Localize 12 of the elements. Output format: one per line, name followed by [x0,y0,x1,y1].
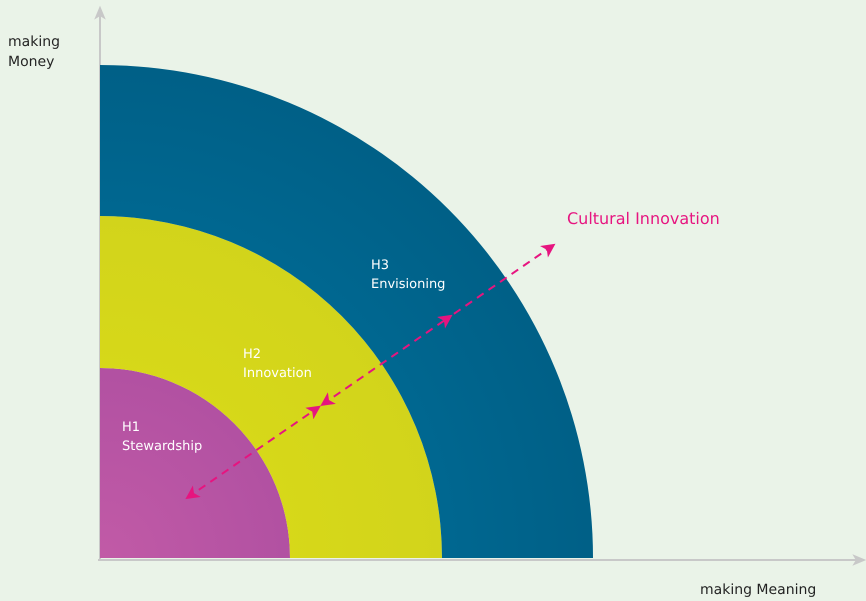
dashed-arrow [453,244,556,315]
dashed-arrow [320,314,453,406]
horizon-label: H1 [122,419,140,437]
horizon-name: Innovation [243,365,312,383]
horizon-name: Envisioning [371,276,446,294]
outcome-label: Cultural Innovation [567,209,720,228]
horizon-label: H2 [243,346,262,364]
axis-label: making Money [8,33,61,72]
dashed-arrow [185,406,321,500]
horizon-label: H3 [371,257,390,275]
axis-label: making Meaning [700,581,816,600]
horizon-name: Stewardship [122,438,202,456]
